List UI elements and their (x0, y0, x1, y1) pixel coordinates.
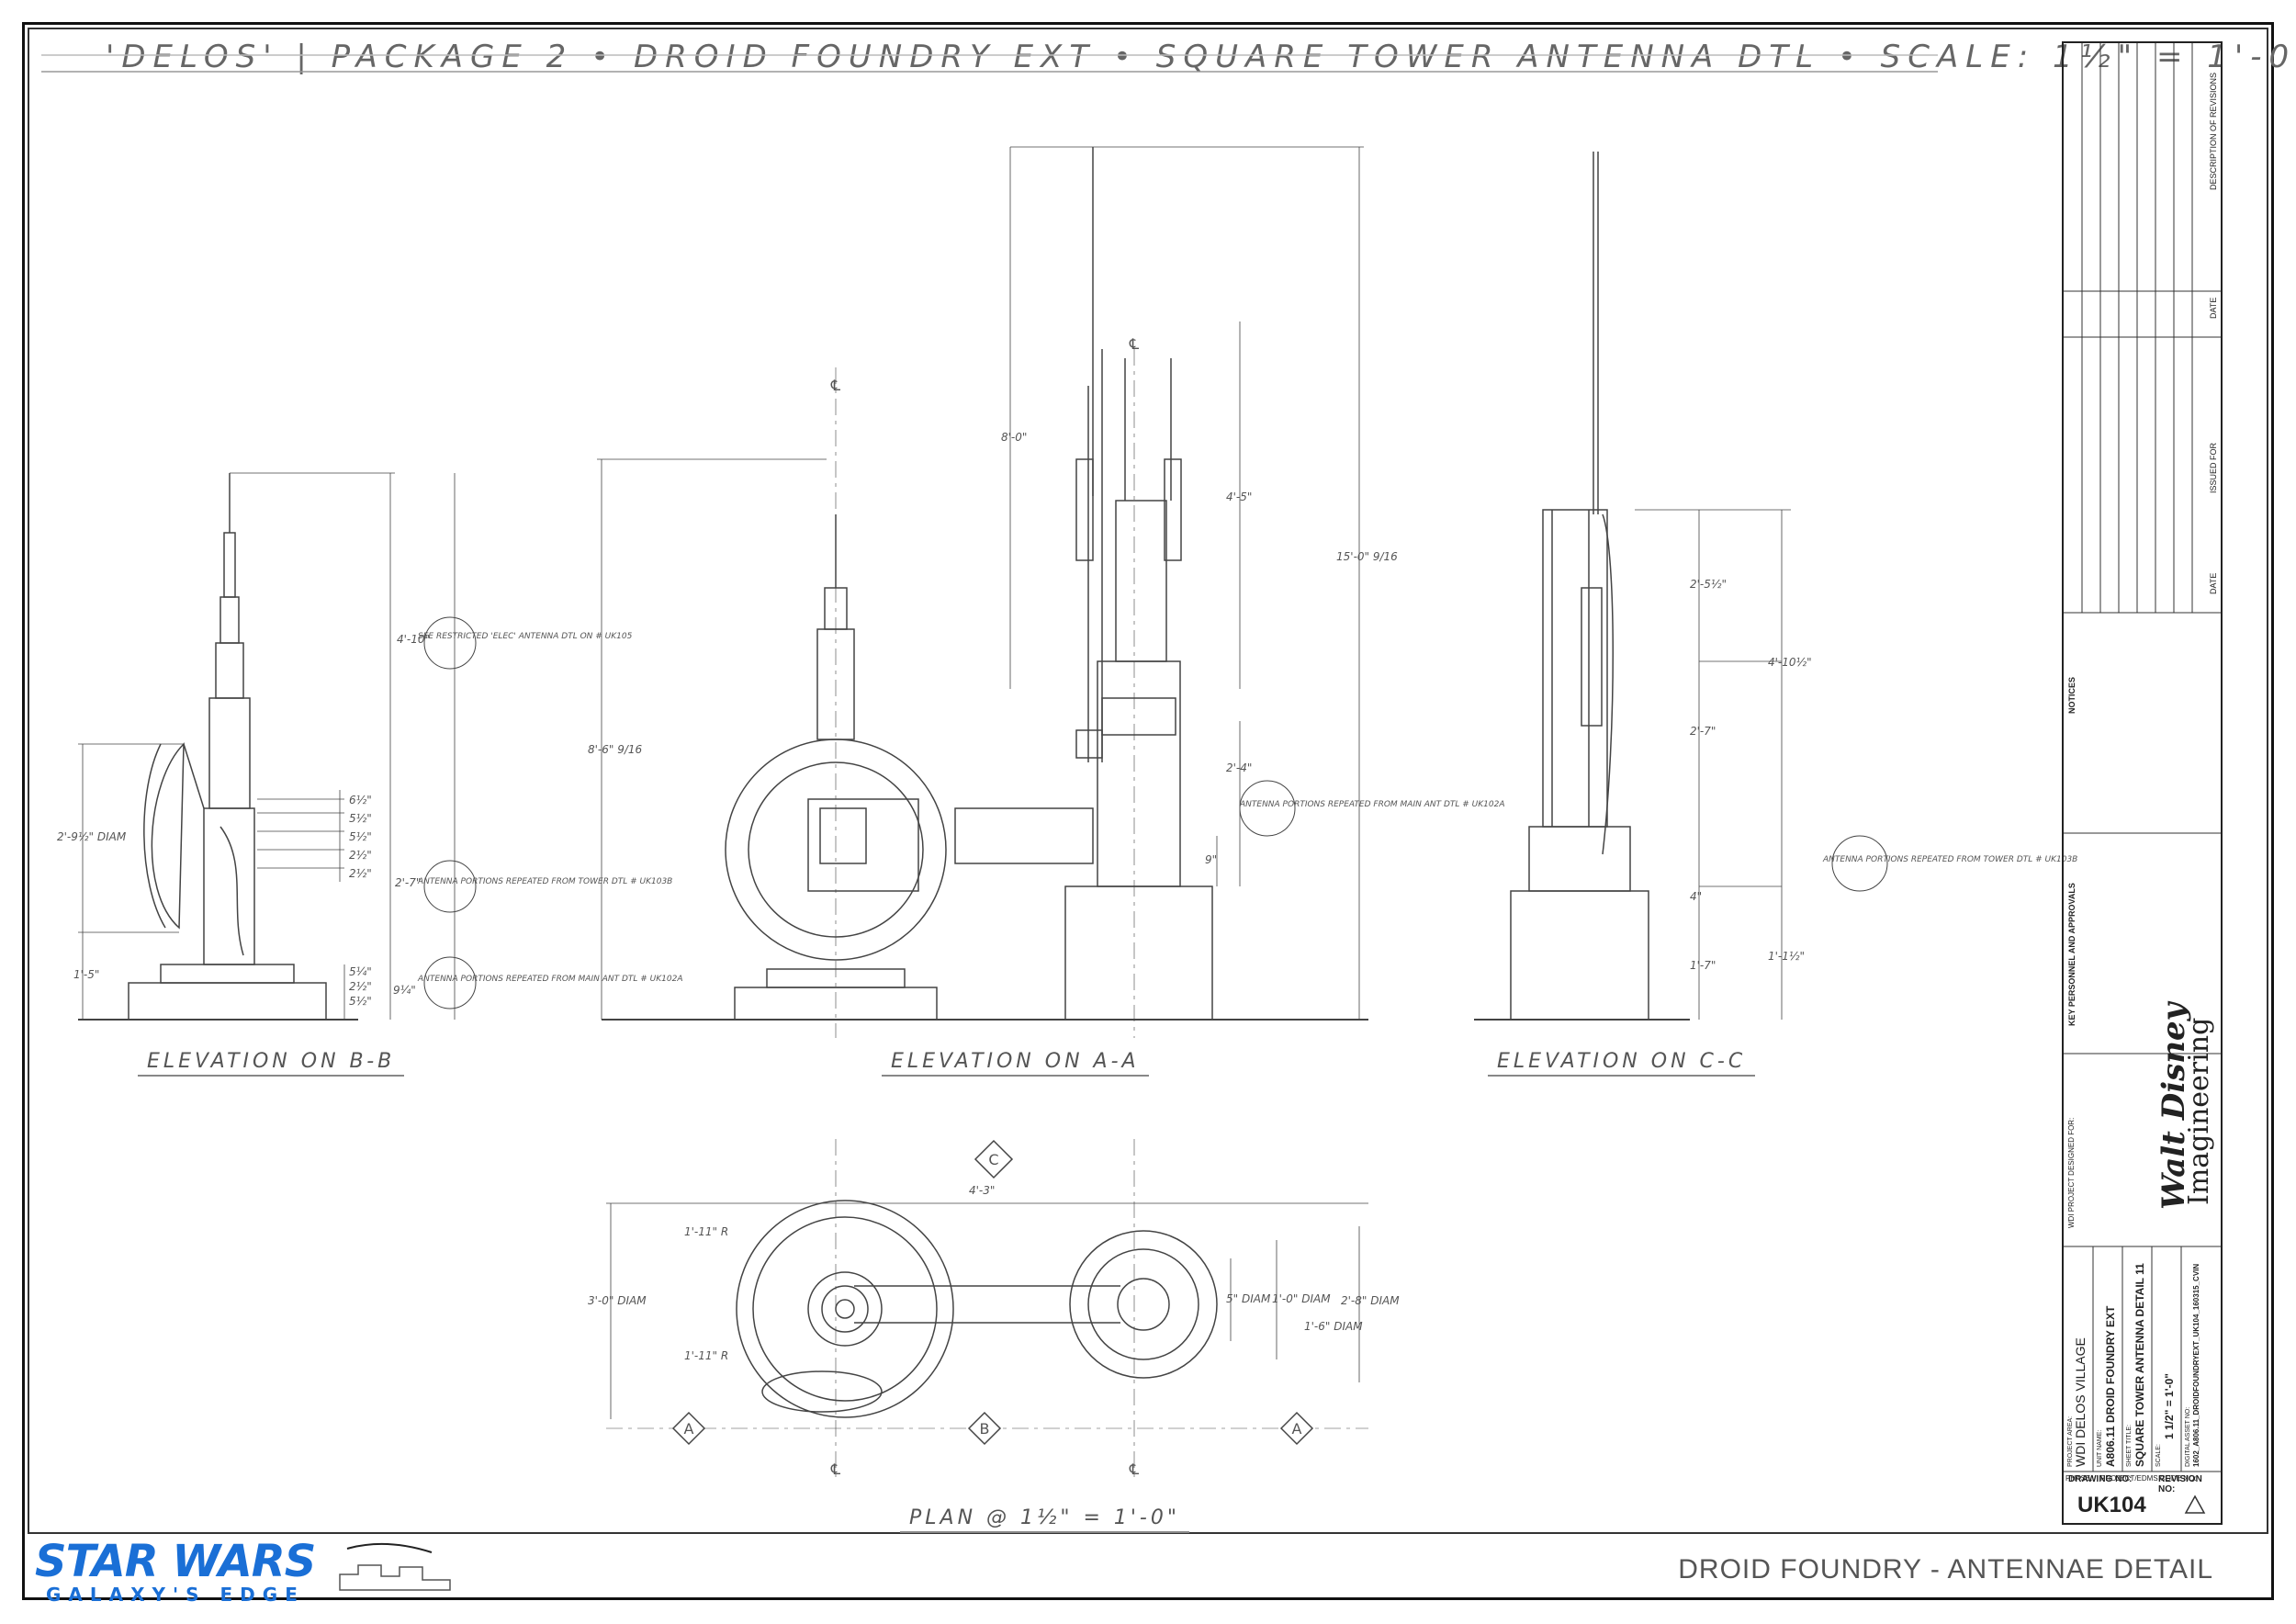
tb-code-label: PROJECT/EDMS CODE NO: (2100, 1474, 2197, 1483)
label-elevation-aa: ELEVATION ON A-A (882, 1050, 1149, 1077)
note-bb-restricted: SEE RESTRICTED 'ELEC' ANTENNA DTL ON # U… (418, 632, 633, 641)
sheet-caption: DROID FOUNDRY - ANTENNAE DETAIL (1678, 1554, 2213, 1585)
dim-bb-lower: 1'-5" (73, 968, 99, 981)
tb-sheet-title-label: SHEET TITLE: (2126, 1424, 2133, 1467)
brand-main: STAR WARS (35, 1536, 316, 1587)
tb-issued-for: ISSUED FOR (2209, 442, 2218, 493)
tb-unit-label: UNIT NAME: (2097, 1429, 2103, 1467)
dim-plan-s2: 1'-0" DIAM (1272, 1292, 1331, 1305)
tb-date-label-2: DATE (2209, 572, 2218, 594)
dim-bb-base-3: 5½" (349, 995, 372, 1008)
dim-bb-small-3: 5½" (349, 830, 372, 843)
dim-plan-s1: 5" DIAM (1226, 1292, 1271, 1305)
centerline-marker-aa-right: ℄ (1129, 335, 1140, 353)
dim-plan-right: 2'-8" DIAM (1341, 1294, 1400, 1307)
dim-plan-r1: 1'-11" R (684, 1225, 728, 1238)
dim-bb-mid: 2'-7" (395, 876, 421, 889)
dim-aa-small: 9" (1205, 853, 1217, 866)
centerline-marker-plan-left: ℄ (830, 1460, 841, 1478)
centerline-marker-plan-right: ℄ (1129, 1460, 1140, 1478)
title-block: DESCRIPTION OF REVISIONS DATE ISSUED FOR… (2062, 41, 2223, 1525)
star-wars-galaxys-edge-logo: STAR WARS GALAXY'S EDGE (35, 1536, 316, 1606)
section-marker-a-left: A (684, 1420, 694, 1438)
drawing-header-title: 'DELOS' | PACKAGE 2 • DROID FOUNDRY EXT … (106, 39, 2296, 75)
dim-aa-mid: 4'-5" (1226, 491, 1252, 503)
note-bb-tower: ANTENNA PORTIONS REPEATED FROM TOWER DTL… (417, 877, 672, 886)
dim-cc-lower: 1'-7" (1690, 959, 1716, 972)
elevation-cc (1474, 152, 1888, 1021)
brand-sub: GALAXY'S EDGE (46, 1584, 305, 1606)
tb-scale-label: SCALE: (2155, 1444, 2162, 1467)
plan-view (606, 1139, 1368, 1479)
sheet-footer: STAR WARS GALAXY'S EDGE DROID FOUNDRY - … (28, 1536, 2268, 1606)
dim-bb-base-1: 5¼" (349, 965, 372, 978)
dim-aa-left-total: 8'-6" 9/16 (588, 743, 643, 756)
note-cc-tower: ANTENNA PORTIONS REPEATED FROM TOWER DTL… (1822, 855, 2077, 864)
dim-aa-lower: 2'-4" (1226, 761, 1252, 774)
dim-bb-small-4: 2½" (349, 849, 372, 862)
tb-revisions-header: DESCRIPTION OF REVISIONS (2209, 72, 2218, 190)
outer-frame (22, 22, 2274, 1600)
tb-sheet-title: SQUARE TOWER ANTENNA DETAIL 11 (2133, 1263, 2146, 1467)
dim-aa-right-total: 15'-0" 9/16 (1336, 550, 1398, 563)
dim-bb-base-4: 9¼" (393, 984, 416, 997)
drawing-number: UK104 (2077, 1493, 2146, 1517)
revision-no-label: REVISION NO: (2158, 1474, 2202, 1494)
centerline-marker-aa: ℄ (830, 377, 841, 394)
dim-bb-small-5: 2½" (349, 867, 372, 880)
drawing-border (28, 28, 2268, 1534)
section-marker-a-right: A (1292, 1420, 1302, 1438)
tb-phase-label: PHASE: (2065, 1474, 2093, 1483)
note-bb-main: ANTENNA PORTIONS REPEATED FROM MAIN ANT … (417, 975, 682, 984)
tb-digital-label: DIGITAL ASSET NO: (2185, 1406, 2191, 1467)
dim-cc-base: 1'-1½" (1768, 950, 1805, 963)
dim-bb-small-2: 5½" (349, 812, 372, 825)
tb-digital: 1602_A806.11_DROIDFOUNDRYEXT_UK104_16031… (2192, 1263, 2200, 1467)
drawing-no-label: DRAWING NO: (2068, 1474, 2133, 1484)
drawing-number-box: DRAWING NO: REVISION NO: UK104 (2066, 1474, 2218, 1522)
label-elevation-cc: ELEVATION ON C-C (1488, 1050, 1756, 1077)
dim-bb-total: 4'-10" (397, 633, 430, 646)
tb-scale: 1 1/2" = 1'-0" (2163, 1373, 2176, 1439)
section-marker-c: C (988, 1151, 998, 1168)
dim-cc-mid: 2'-7" (1690, 725, 1716, 738)
tb-company: Imagineering (2183, 1017, 2215, 1205)
tb-date-label: DATE (2209, 297, 2218, 319)
tb-key-personnel: KEY PERSONNEL AND APPROVALS (2067, 883, 2077, 1026)
label-elevation-bb: ELEVATION ON B-B (138, 1050, 405, 1077)
dim-plan-r2: 1'-11" R (684, 1349, 728, 1362)
dim-bb-base-2: 2½" (349, 980, 372, 993)
section-marker-b: B (980, 1420, 990, 1438)
dim-aa-upper: 8'-0" (1001, 431, 1027, 444)
dim-bb-small-1: 6½" (349, 794, 372, 806)
tb-notices: NOTICES (2067, 676, 2077, 714)
skyline-icon (339, 1542, 451, 1591)
dim-plan-top: 4'-3" (969, 1184, 995, 1197)
dim-bb-dish: 2'-9½" DIAM (57, 830, 127, 843)
dim-cc-total: 4'-10½" (1768, 656, 1812, 669)
dim-cc-small: 4" (1690, 890, 1702, 903)
elevation-bb (78, 472, 477, 1021)
note-aa-main: ANTENNA PORTIONS REPEATED FROM MAIN ANT … (1239, 800, 1504, 809)
dim-plan-s3: 1'-6" DIAM (1304, 1320, 1363, 1333)
title-block-grid (2064, 43, 2221, 1472)
tb-project-area: WDI DELOS VILLAGE (2073, 1337, 2088, 1467)
dim-cc-upper: 2'-5½" (1690, 578, 1727, 591)
dim-plan-left: 3'-0" DIAM (588, 1294, 647, 1307)
label-plan: PLAN @ 1½" = 1'-0" (900, 1506, 1189, 1533)
tb-unit: A806.11 DROID FOUNDRY EXT (2104, 1305, 2117, 1467)
elevation-aa (597, 146, 1368, 1038)
revision-triangle-icon (2184, 1494, 2206, 1514)
tb-wdi-project: WDI PROJECT DESIGNED FOR: (2067, 1117, 2076, 1228)
